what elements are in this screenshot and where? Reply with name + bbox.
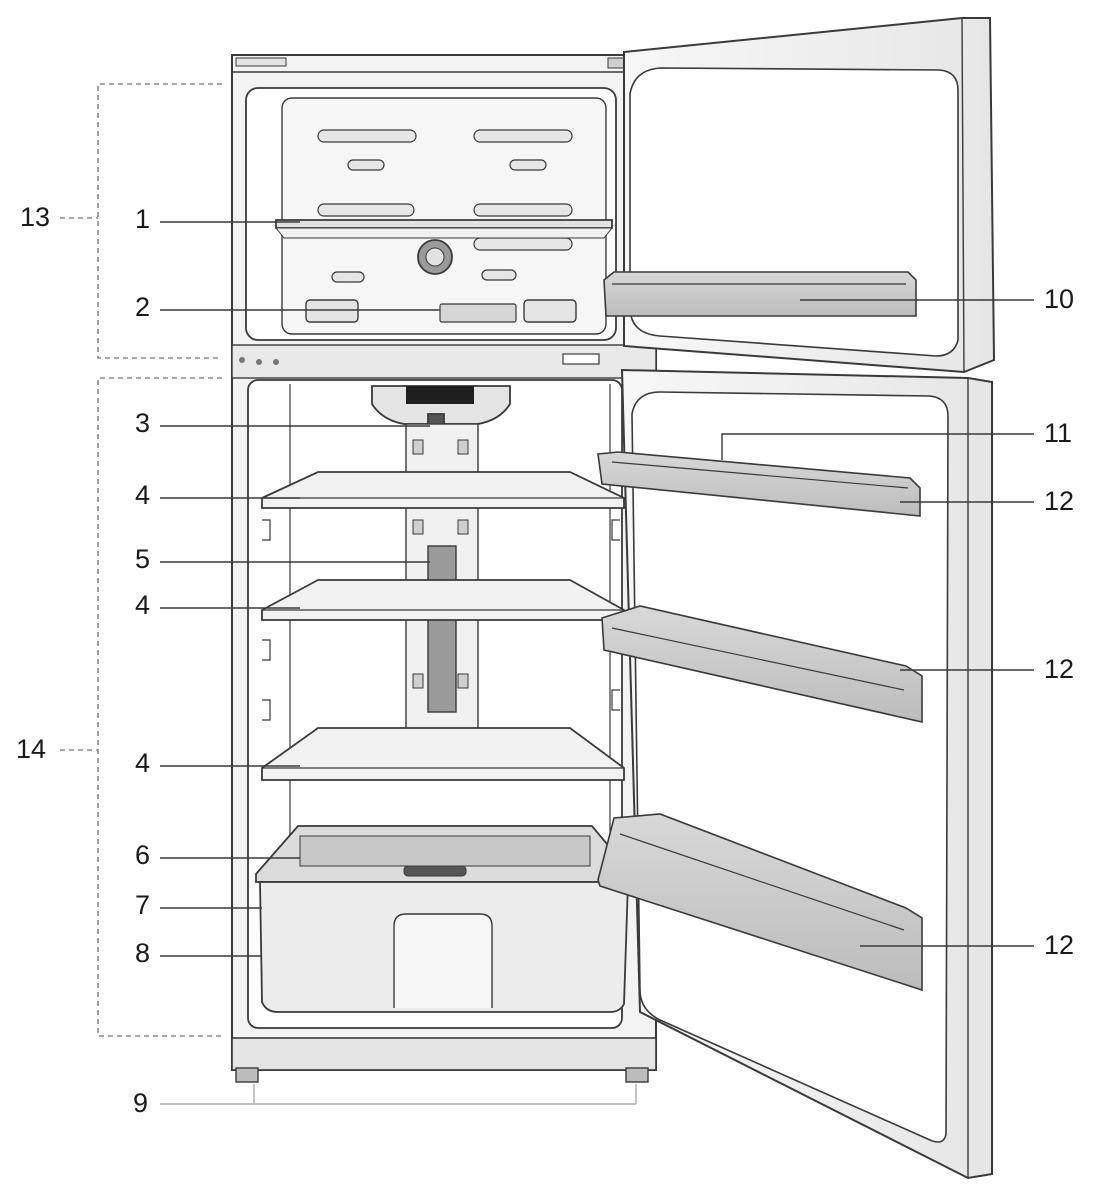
label-8: 8 (134, 938, 150, 968)
fridge-compartment (247, 379, 633, 1029)
label-2: 2 (134, 292, 150, 322)
label-12-bottom: 12 (1044, 930, 1075, 960)
label-4-top: 4 (134, 480, 150, 510)
label-9: 9 (132, 1088, 148, 1118)
label-1: 1 (134, 204, 150, 234)
label-12-top: 12 (1044, 486, 1075, 516)
label-12-middle: 12 (1044, 654, 1075, 684)
leader-lines (60, 217, 1034, 1105)
freezer-door (603, 17, 996, 374)
freezer-bracket (97, 83, 222, 359)
label-13: 13 (19, 202, 50, 232)
label-4-middle: 4 (134, 590, 150, 620)
fridge-bracket (97, 377, 222, 1037)
fridge-door (597, 368, 993, 1180)
label-5: 5 (134, 544, 150, 574)
label-10: 10 (1044, 284, 1075, 314)
label-4-bottom: 4 (134, 748, 150, 778)
label-6: 6 (134, 840, 150, 870)
label-11: 11 (1044, 418, 1073, 448)
label-7: 7 (134, 890, 150, 920)
label-14: 14 (15, 734, 46, 764)
label-3: 3 (134, 408, 150, 438)
freezer-compartment (245, 87, 617, 341)
